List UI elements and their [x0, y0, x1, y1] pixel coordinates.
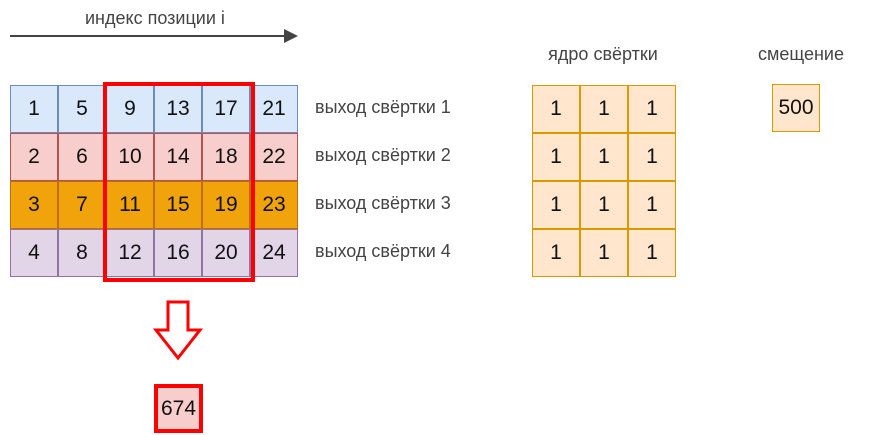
- kernel-cell: 1: [580, 133, 628, 181]
- grid-cell: 20: [202, 229, 250, 277]
- grid-cell: 16: [154, 229, 202, 277]
- grid-cell: 12: [106, 229, 154, 277]
- grid-cell: 7: [58, 181, 106, 229]
- kernel-cell: 1: [628, 85, 676, 133]
- kernel-cell: 1: [580, 229, 628, 277]
- grid-cell: 4: [10, 229, 58, 277]
- row-label: выход свёртки 1: [315, 97, 451, 117]
- kernel-cell: 1: [532, 133, 580, 181]
- kernel-cell: 1: [532, 85, 580, 133]
- axis-label: индекс позиции i: [85, 8, 225, 28]
- bias-title: смещение: [757, 44, 844, 64]
- kernel-cell: 1: [580, 85, 628, 133]
- grid-cell: 24: [250, 229, 298, 277]
- row-label: выход свёртки 2: [315, 145, 451, 165]
- grid-cell: 18: [202, 133, 250, 181]
- kernel-cell: 1: [580, 181, 628, 229]
- grid-cell: 3: [10, 181, 58, 229]
- grid-cell: 21: [250, 85, 298, 133]
- kernel-cell: 1: [628, 133, 676, 181]
- result-cell: 674: [154, 384, 203, 433]
- grid-cell: 15: [154, 181, 202, 229]
- bias-cell: 500: [772, 84, 820, 132]
- row-label: выход свёртки 3: [315, 193, 451, 213]
- row-label: выход свёртки 4: [315, 241, 451, 261]
- down-arrow-icon: [152, 300, 204, 361]
- grid-cell: 14: [154, 133, 202, 181]
- grid-cell: 19: [202, 181, 250, 229]
- axis-arrow-head: [284, 29, 298, 43]
- grid-cell: 11: [106, 181, 154, 229]
- grid-cell: 22: [250, 133, 298, 181]
- grid-cell: 6: [58, 133, 106, 181]
- kernel-cell: 1: [532, 229, 580, 277]
- grid-cell: 8: [58, 229, 106, 277]
- grid-cell: 23: [250, 181, 298, 229]
- grid-cell: 1: [10, 85, 58, 133]
- grid-cell: 10: [106, 133, 154, 181]
- grid-cell: 2: [10, 133, 58, 181]
- selection-window: [103, 82, 255, 282]
- kernel-cell: 1: [628, 229, 676, 277]
- kernel-title: ядро свёртки: [548, 44, 658, 64]
- kernel-cell: 1: [628, 181, 676, 229]
- grid-cell: 5: [58, 85, 106, 133]
- kernel-cell: 1: [532, 181, 580, 229]
